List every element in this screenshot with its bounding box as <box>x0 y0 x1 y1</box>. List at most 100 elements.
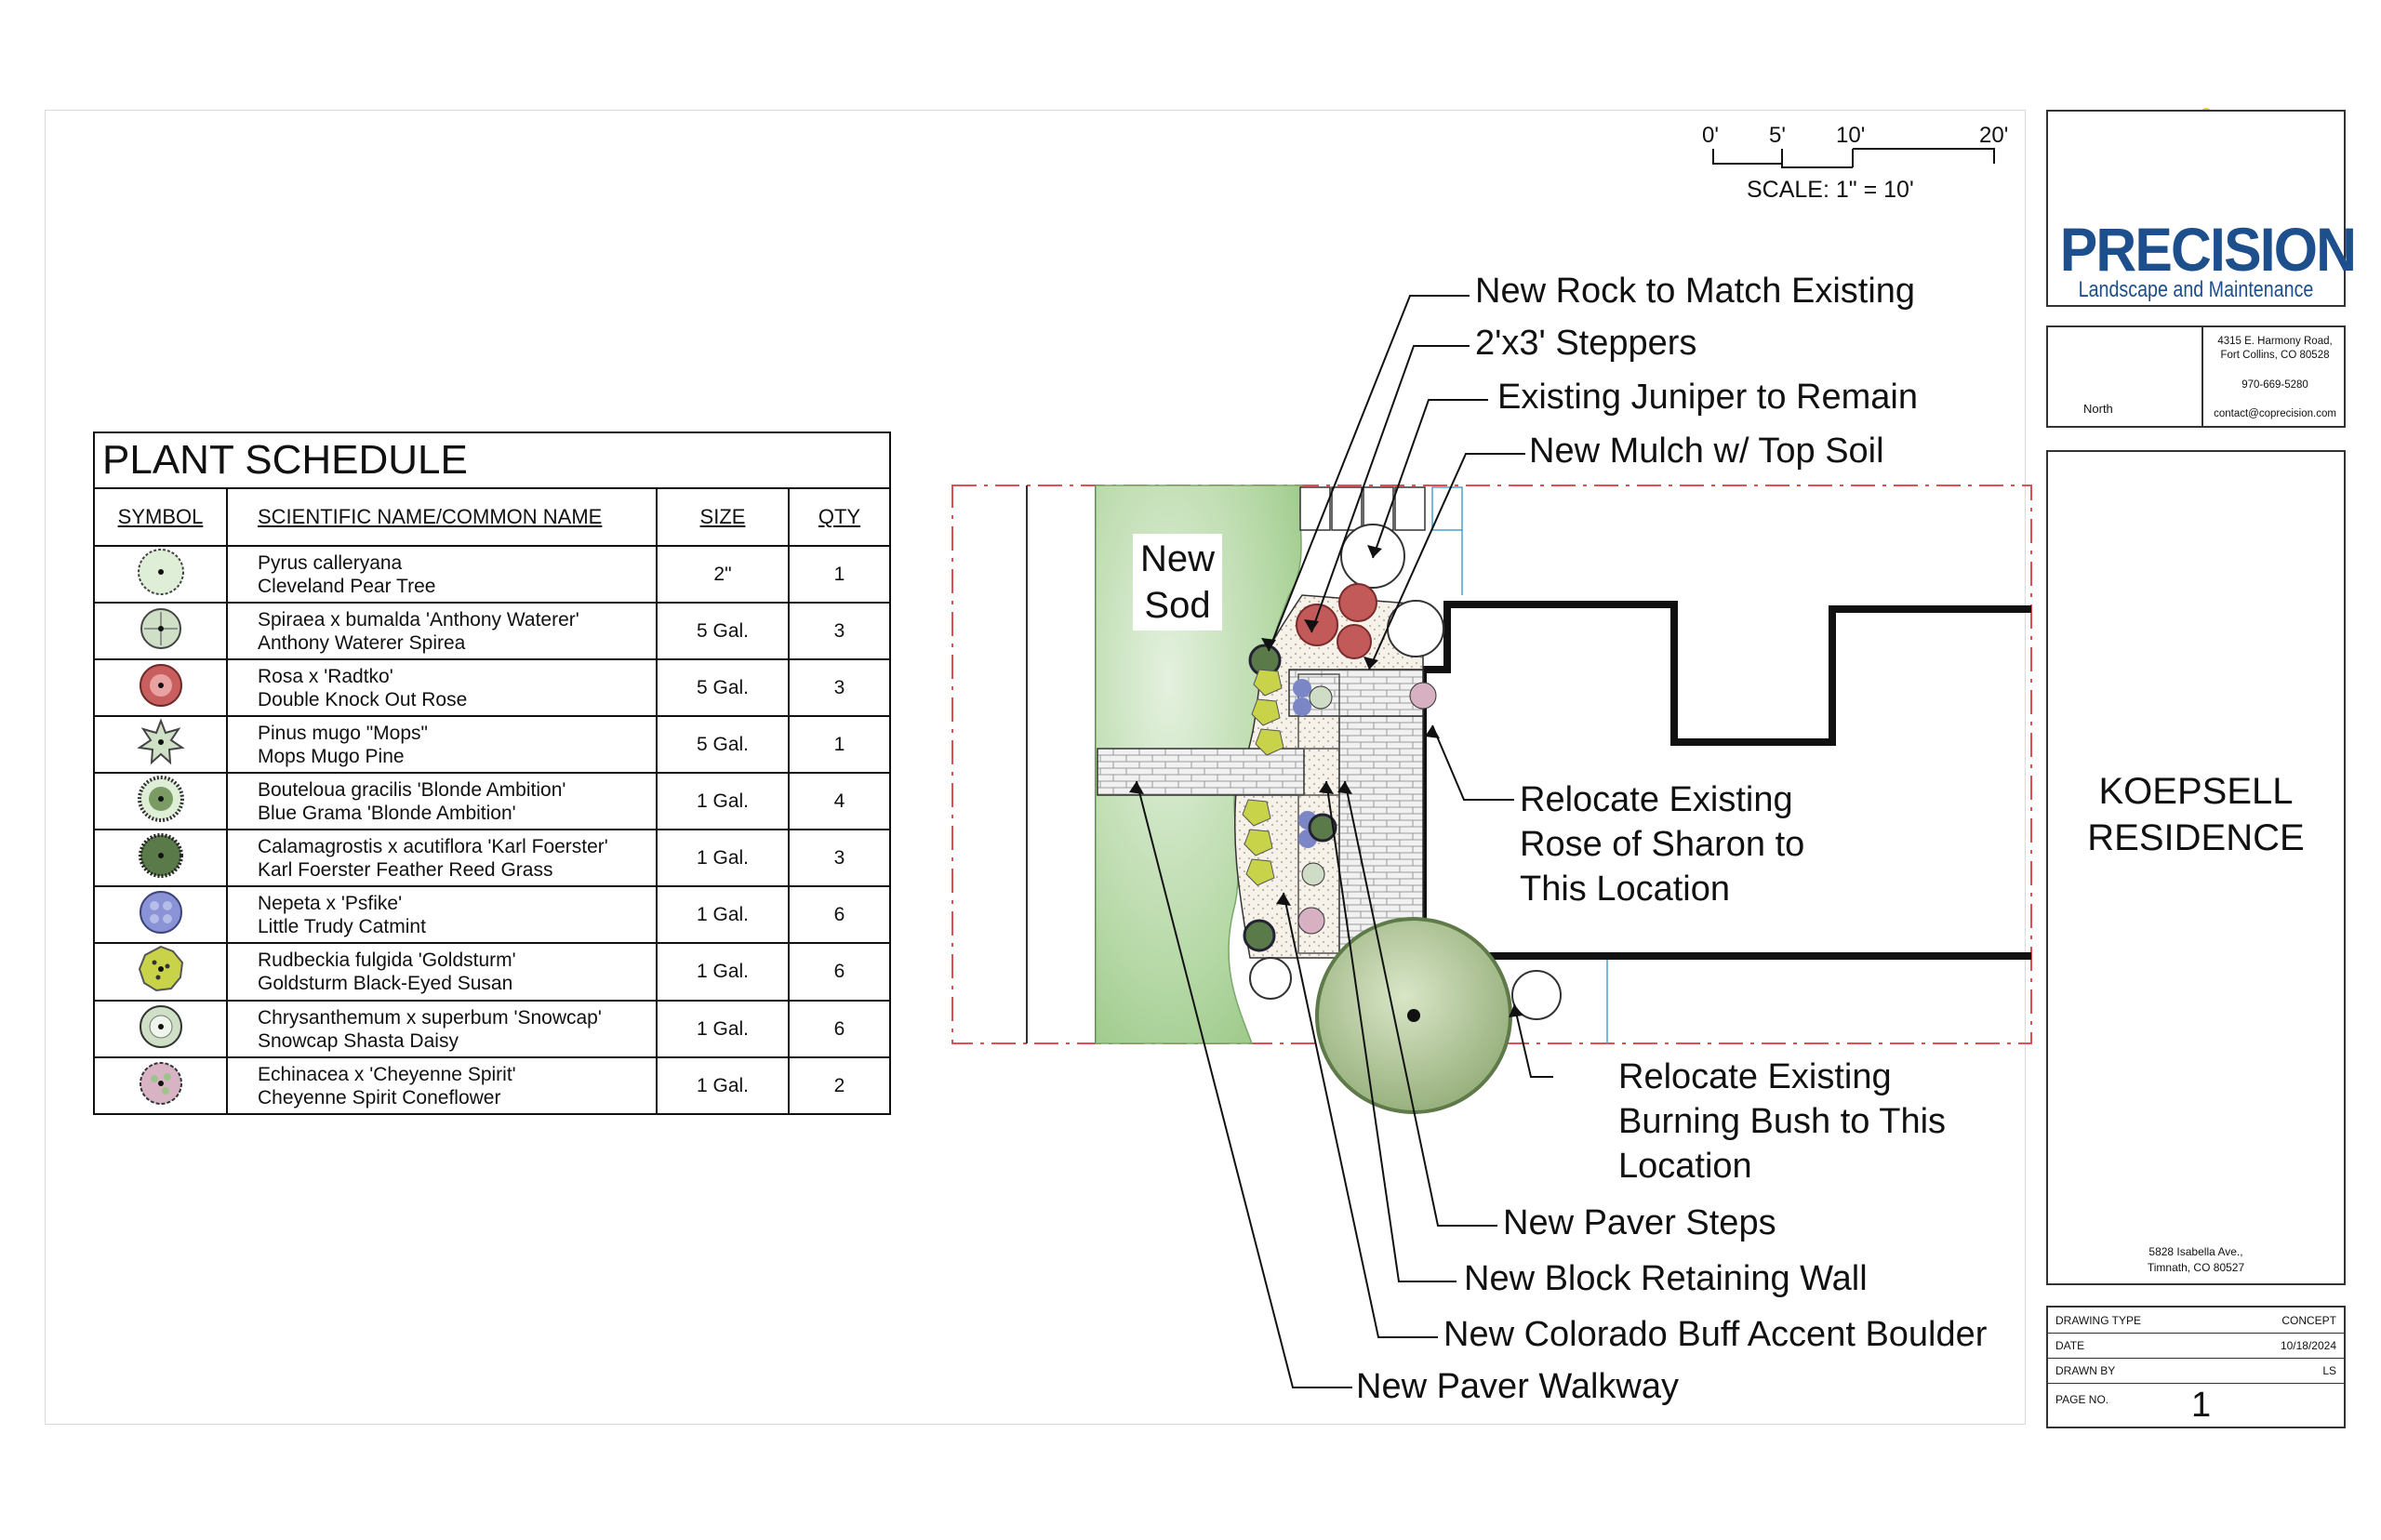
plant-scientific: Echinacea x 'Cheyenne Spirit' <box>258 1063 516 1085</box>
paver-steps <box>1338 715 1424 957</box>
plant-common: Double Knock Out Rose <box>258 688 468 710</box>
grass-icon <box>95 773 228 830</box>
plant-scientific: Rosa x 'Radtko' <box>258 665 393 687</box>
company-phone: 970-669-5280 <box>2241 379 2308 391</box>
callout-boulder: New Colorado Buff Accent Boulder <box>1443 1315 1988 1354</box>
company-tagline: Landscape and Maintenance <box>2078 277 2314 302</box>
table-row: Bouteloua gracilis 'Blonde Ambition'Blue… <box>95 773 889 830</box>
page-number: 1 <box>2191 1386 2212 1425</box>
plant-schedule: PLANT SCHEDULE SYMBOL SCIENTIFIC NAME/CO… <box>93 431 891 1115</box>
table-row: Rosa x 'Radtko'Double Knock Out Rose 5 G… <box>95 659 889 717</box>
callout-juniper: Existing Juniper to Remain <box>1497 378 1918 417</box>
plant-qty: 4 <box>789 773 889 830</box>
plant-size: 1 Gal. <box>657 830 790 887</box>
scale-bar <box>1712 148 1995 168</box>
page-label: PAGE NO. <box>2055 1393 2109 1406</box>
plant-common: Cleveland Pear Tree <box>258 575 436 597</box>
plant-qty: 6 <box>789 943 889 1002</box>
leader-lines <box>1136 295 1553 1388</box>
plant-schedule-header: SYMBOL SCIENTIFIC NAME/COMMON NAME SIZE … <box>95 489 889 547</box>
plant-schedule-table: SYMBOL SCIENTIFIC NAME/COMMON NAME SIZE … <box>95 489 889 1113</box>
table-row: Pinus mugo "Mops"Mops Mugo Pine 5 Gal. 1 <box>95 716 889 774</box>
north-and-contact: North 4315 E. Harmony Road, Fort Collins… <box>2046 325 2346 428</box>
plant-scientific: Rudbeckia fulgida 'Goldsturm' <box>258 949 516 971</box>
callout-paver-steps: New Paver Steps <box>1503 1203 1776 1242</box>
callout-mulch: New Mulch w/ Top Soil <box>1529 431 1884 471</box>
table-row: Chrysanthemum x superbum 'Snowcap'Snowca… <box>95 1001 889 1058</box>
table-row: Spiraea x bumalda 'Anthony Waterer'Antho… <box>95 603 889 660</box>
plant-common: Goldsturm Black-Eyed Susan <box>258 973 513 994</box>
paver-walkway <box>1097 748 1305 796</box>
steppers <box>1299 486 1463 531</box>
plant-common: Mops Mugo Pine <box>258 745 405 767</box>
reed-grass-icon <box>95 830 228 887</box>
table-row: Rudbeckia fulgida 'Goldsturm'Goldsturm B… <box>95 943 889 1002</box>
pear-tree-icon <box>95 546 228 604</box>
plant-scientific: Nepeta x 'Psfike' <box>258 892 403 914</box>
project-address: 5828 Isabella Ave., Timnath, CO 80527 <box>2147 1245 2245 1274</box>
drawing-info: DRAWING TYPE CONCEPT DATE 10/18/2024 DRA… <box>2046 1306 2346 1428</box>
plant-size: 2" <box>657 546 790 604</box>
scale-tick-0: 0' <box>1702 123 1719 148</box>
plant-size: 1 Gal. <box>657 1057 790 1113</box>
scale-tick-5: 5' <box>1769 123 1786 148</box>
plant-qty: 1 <box>789 716 889 774</box>
company-address-2: Fort Collins, CO 80528 <box>2220 350 2330 361</box>
coneflower-icon <box>95 1057 228 1113</box>
table-row: Echinacea x 'Cheyenne Spirit'Cheyenne Sp… <box>95 1057 889 1113</box>
company-name: PRECISION <box>2059 215 2357 284</box>
north-label: North <box>2083 402 2113 416</box>
callout-walkway: New Paver Walkway <box>1356 1367 1680 1406</box>
plant-scientific: Chrysanthemum x superbum 'Snowcap' <box>258 1006 602 1029</box>
plant-size: 1 Gal. <box>657 1001 790 1058</box>
catmint-icon <box>95 886 228 944</box>
header-symbol: SYMBOL <box>95 489 228 547</box>
drawing-type-row: DRAWING TYPE CONCEPT <box>2048 1308 2344 1334</box>
header-qty: QTY <box>789 489 889 547</box>
plant-common: Karl Foerster Feather Reed Grass <box>258 858 553 881</box>
sod-label: New Sod <box>1133 534 1222 631</box>
leader-arrows <box>1129 545 1523 1017</box>
project-box: KOEPSELL RESIDENCE 5828 Isabella Ave., T… <box>2046 450 2346 1285</box>
project-name: KOEPSELL RESIDENCE <box>2087 771 2305 858</box>
callout-rock: New Rock to Match Existing <box>1475 272 1916 311</box>
company-email: contact@coprecision.com <box>2214 408 2336 419</box>
callout-retaining-wall: New Block Retaining Wall <box>1464 1259 1868 1298</box>
company-address-1: 4315 E. Harmony Road, <box>2217 336 2333 347</box>
table-row: Nepeta x 'Psfike'Little Trudy Catmint 1 … <box>95 886 889 944</box>
plant-qty: 1 <box>789 546 889 604</box>
daisy-icon <box>95 1001 228 1058</box>
plant-common: Anthony Waterer Spirea <box>258 631 466 654</box>
plant-common: Blue Grama 'Blonde Ambition' <box>258 802 516 824</box>
plant-common: Snowcap Shasta Daisy <box>258 1029 459 1052</box>
plant-symbols <box>1242 524 1562 1114</box>
pine-icon <box>95 716 228 774</box>
plant-scientific: Pyrus calleryana <box>258 551 403 574</box>
plant-qty: 3 <box>789 659 889 717</box>
sheet-border <box>45 110 2026 1425</box>
scale-tick-20: 20' <box>1979 123 2009 148</box>
company-logo: PRECISION Landscape and Maintenance <box>2046 110 2357 307</box>
plant-qty: 6 <box>789 1001 889 1058</box>
scale-tick-10: 10' <box>1836 123 1866 148</box>
date-row: DATE 10/18/2024 <box>2048 1333 2344 1359</box>
plant-qty: 3 <box>789 830 889 887</box>
plant-scientific: Bouteloua gracilis 'Blonde Ambition' <box>258 778 566 801</box>
callout-rose-of-sharon: Relocate Existing Rose of Sharon to This… <box>1520 780 1805 909</box>
plant-common: Little Trudy Catmint <box>258 915 426 937</box>
plant-size: 5 Gal. <box>657 716 790 774</box>
header-name: SCIENTIFIC NAME/COMMON NAME <box>227 489 658 547</box>
scale-text: SCALE: 1" = 10' <box>1747 177 1914 203</box>
plant-qty: 6 <box>789 886 889 944</box>
plant-size: 5 Gal. <box>657 659 790 717</box>
plant-schedule-title: PLANT SCHEDULE <box>95 433 889 489</box>
drawn-by-row: DRAWN BY LS <box>2048 1358 2344 1384</box>
black-eyed-susan-icon <box>95 943 228 1002</box>
plant-size: 1 Gal. <box>657 773 790 830</box>
spirea-icon <box>95 603 228 660</box>
plant-size: 1 Gal. <box>657 943 790 1002</box>
callout-burning-bush: Relocate Existing Burning Bush to This L… <box>1618 1057 1947 1186</box>
plant-scientific: Spiraea x bumalda 'Anthony Waterer' <box>258 608 579 631</box>
plant-common: Cheyenne Spirit Coneflower <box>258 1086 501 1109</box>
